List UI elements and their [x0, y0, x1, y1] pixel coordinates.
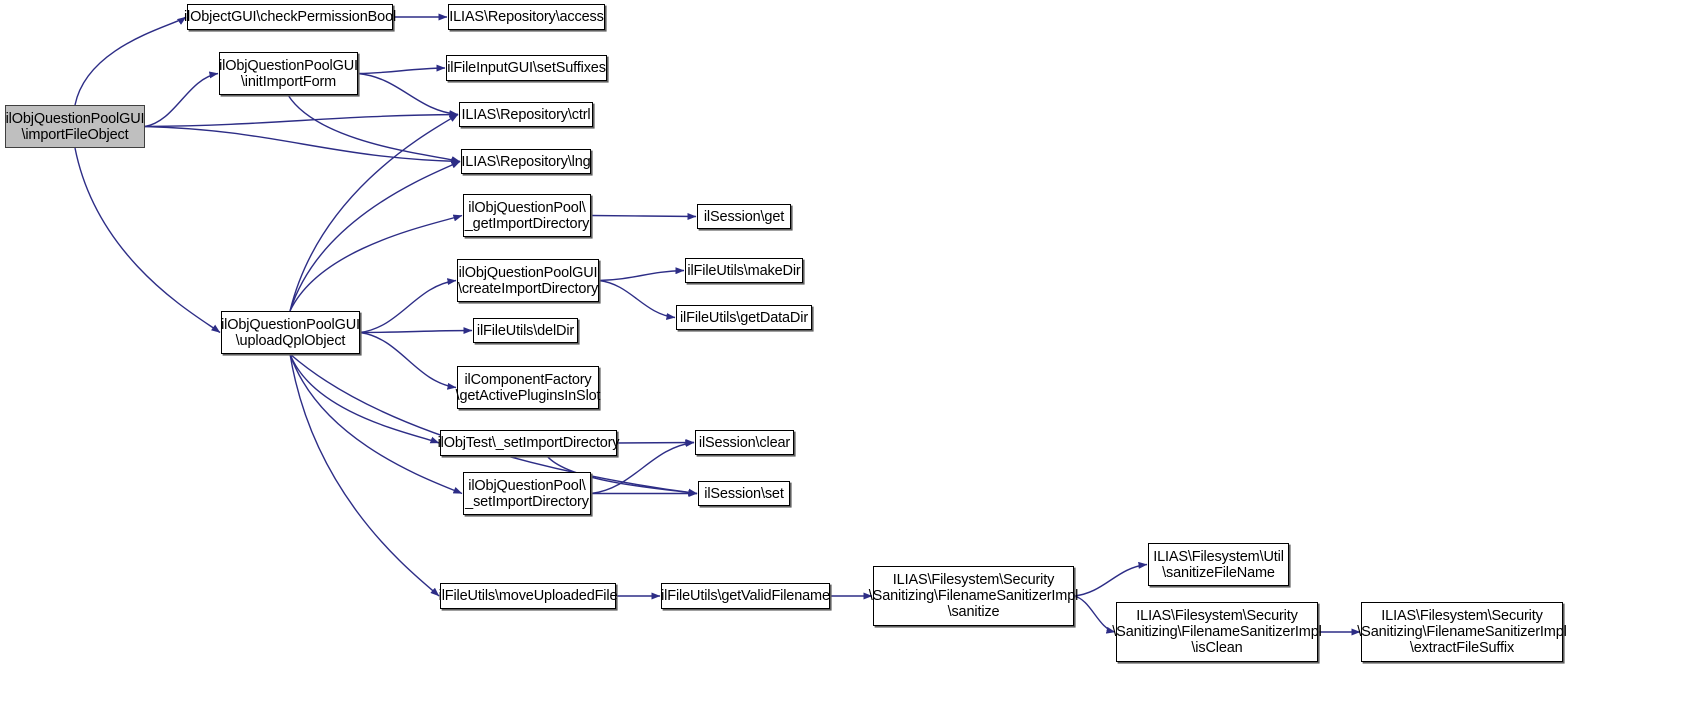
graph-edge-uploadQplObject-to-createImportDirectory — [359, 278, 457, 334]
graph-node-getActivePluginsInSlot[interactable]: ilComponentFactory \getActivePluginsInSl… — [456, 366, 601, 409]
graph-edge-uploadQplObject-to-_getImportDirectory — [289, 214, 463, 312]
graph-edge-uploadQplObject-to-getActivePluginsInSlot — [359, 331, 457, 390]
graph-node-importFileObject[interactable]: ilObjQuestionPoolGUI \importFileObject — [5, 105, 145, 148]
graph-node-sanitizeFileName[interactable]: ILIAS\Filesystem\Util \sanitizeFileName — [1148, 543, 1289, 586]
graph-node-ilSession_get[interactable]: ilSession\get — [697, 204, 791, 229]
graph-node-ilSession_set[interactable]: ilSession\set — [698, 481, 790, 506]
graph-node-checkPermissionBool[interactable]: ilObjectGUI\checkPermissionBool — [184, 4, 396, 30]
graph-edge-objTestSetImportDir-to-ilSession_clear — [616, 439, 695, 447]
graph-node-_setImportDirectory[interactable]: ilObjQuestionPool\ _setImportDirectory — [463, 472, 591, 515]
graph-node-access[interactable]: ILIAS\Repository\access — [448, 4, 605, 30]
graph-edge-uploadQplObject-to-ctrl — [289, 113, 459, 312]
graph-edge-initImportForm-to-setSuffixes — [357, 64, 446, 75]
graph-node-extractFileSuffix[interactable]: ILIAS\Filesystem\Security \Sanitizing\Fi… — [1357, 602, 1567, 662]
graph-edge-initImportForm-to-lng — [287, 94, 461, 163]
graph-edge-createImportDirectory-to-makeDir — [598, 267, 685, 282]
graph-node-uploadQplObject[interactable]: ilObjQuestionPoolGUI \uploadQplObject — [221, 311, 360, 354]
graph-node-_getImportDirectory[interactable]: ilObjQuestionPool\ _getImportDirectory — [463, 194, 591, 237]
graph-edge-importFileObject-to-uploadQplObject — [74, 147, 221, 334]
graph-edge-uploadQplObject-to-lng — [289, 160, 461, 312]
graph-node-objTestSetImportDir[interactable]: ilObjTest\_setImportDirectory — [438, 430, 620, 456]
graph-edge-uploadQplObject-to-objTestSetImportDir — [289, 353, 440, 444]
graph-edge-importFileObject-to-ctrl — [144, 111, 459, 128]
graph-edge-uploadQplObject-to-_setImportDirectory — [289, 353, 463, 495]
graph-node-isClean[interactable]: ILIAS\Filesystem\Security \Sanitizing\Fi… — [1112, 602, 1322, 662]
graph-edge-sanitize-to-sanitizeFileName — [1073, 561, 1148, 597]
graph-edge-importFileObject-to-lng — [144, 125, 461, 165]
graph-edge-initImportForm-to-ctrl — [357, 72, 459, 118]
graph-edge-importFileObject-to-checkPermissionBool — [74, 16, 187, 106]
graph-node-getValidFilename[interactable]: ilFileUtils\getValidFilename — [661, 583, 830, 609]
graph-node-createImportDirectory[interactable]: ilObjQuestionPoolGUI \createImportDirect… — [457, 259, 599, 302]
graph-node-delDir[interactable]: ilFileUtils\delDir — [473, 318, 578, 343]
graph-node-setSuffixes[interactable]: ilFileInputGUI\setSuffixes — [446, 55, 607, 81]
graph-node-getDataDir[interactable]: ilFileUtils\getDataDir — [676, 305, 812, 330]
graph-edge-_getImportDirectory-to-ilSession_get — [590, 212, 697, 220]
graph-node-lng[interactable]: ILIAS\Repository\lng — [461, 149, 591, 174]
graph-node-ilSession_clear[interactable]: ilSession\clear — [695, 430, 794, 455]
graph-node-sanitize[interactable]: ILIAS\Filesystem\Security \Sanitizing\Fi… — [869, 566, 1078, 626]
graph-node-ctrl[interactable]: ILIAS\Repository\ctrl — [459, 102, 593, 127]
graph-edge-sanitize-to-isClean — [1073, 595, 1116, 634]
graph-node-initImportForm[interactable]: ilObjQuestionPoolGUI \initImportForm — [219, 52, 358, 95]
graph-edge-importFileObject-to-initImportForm — [144, 71, 219, 128]
graph-edge-uploadQplObject-to-delDir — [359, 327, 473, 335]
graph-edge-createImportDirectory-to-getDataDir — [598, 279, 676, 320]
graph-node-moveUploadedFile[interactable]: ilFileUtils\moveUploadedFile — [439, 583, 618, 609]
graph-node-makeDir[interactable]: ilFileUtils\makeDir — [685, 258, 803, 283]
graph-edge-uploadQplObject-to-moveUploadedFile — [289, 353, 440, 597]
